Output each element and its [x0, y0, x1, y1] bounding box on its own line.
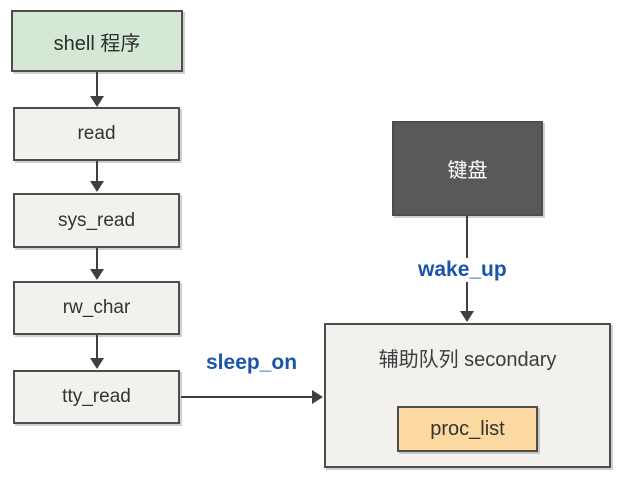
arrow-ttyread-to-secondary-line [181, 396, 313, 398]
node-sys-read-label: sys_read [57, 209, 136, 231]
arrow-sysread-to-rwchar-line [96, 248, 98, 270]
node-read: read [13, 107, 180, 161]
arrow-keyboard-to-secondary-head-icon [460, 311, 474, 322]
arrow-shell-to-read-line [96, 72, 98, 97]
node-keyboard: 键盘 [392, 121, 543, 216]
edge-label-wake-up: wake_up [415, 258, 510, 282]
arrow-rwchar-to-ttyread-head-icon [90, 358, 104, 369]
node-tty-read-label: tty_read [62, 386, 131, 407]
node-shell-program: shell 程序 [11, 10, 183, 72]
node-rw-char: rw_char [13, 281, 180, 335]
arrow-rwchar-to-ttyread-line [96, 335, 98, 359]
node-shell-program-label: shell 程序 [53, 32, 141, 55]
arrow-read-to-sysread-line [96, 161, 98, 182]
node-secondary-queue-label: 辅助队列 secondary [378, 349, 557, 371]
node-proc-list-label: proc_list [430, 417, 505, 440]
arrow-sysread-to-rwchar-head-icon [90, 269, 104, 280]
arrow-read-to-sysread-head-icon [90, 181, 104, 192]
node-rw-char-label: rw_char [62, 297, 131, 318]
node-tty-read: tty_read [13, 370, 180, 424]
edge-label-sleep-on: sleep_on [203, 351, 301, 375]
node-keyboard-label: 键盘 [447, 160, 488, 182]
node-read-label: read [77, 123, 116, 144]
arrow-ttyread-to-secondary-head-icon [312, 390, 323, 404]
node-sys-read: sys_read [13, 193, 180, 248]
node-proc-list: proc_list [397, 406, 538, 452]
arrow-shell-to-read-head-icon [90, 96, 104, 107]
